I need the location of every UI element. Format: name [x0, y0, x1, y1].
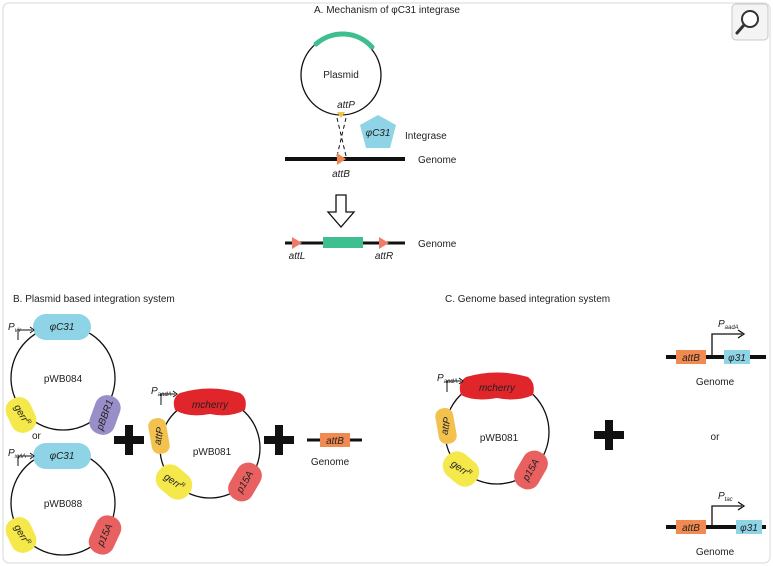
attb-box-b [320, 433, 350, 447]
promoter-c-arrow [446, 380, 461, 392]
pbbr1-gene [89, 395, 121, 435]
promoter-c-bottom-arrow [711, 505, 742, 527]
phi31-box-top [724, 350, 750, 364]
plasmid-label: Plasmid [323, 70, 359, 81]
phic31-gene-top [33, 314, 91, 340]
promoter-vir-label: Pvir [8, 322, 22, 334]
phi31-top-label: φ31 [728, 353, 746, 364]
attb-box-c-bottom [676, 520, 706, 534]
or-label-c: or [711, 432, 721, 443]
genome-label-integrated: Genome [418, 239, 457, 250]
integrated-insert [323, 237, 363, 248]
promoter-c-top-label: PaadA [718, 319, 739, 331]
promoter-xyla-label: PxylA [8, 448, 26, 460]
plus-sign-2 [264, 425, 294, 455]
attr-site [379, 237, 389, 249]
promoter-c-top-arrow [711, 333, 742, 357]
promoter-mid-label: PaadA [151, 386, 172, 398]
gerr-gene-3 [155, 464, 193, 500]
gerr-gene-1 [5, 397, 37, 433]
promoter-xyla-arrow [17, 455, 32, 466]
integrase-phic31-label: φC31 [366, 128, 391, 139]
p15a-gene-2 [228, 462, 262, 502]
panel-b-title: B. Plasmid based integration system [13, 294, 175, 305]
attb-c-top-label: attB [682, 353, 700, 364]
genome-b-label: Genome [311, 457, 350, 468]
genome-c-top-label: Genome [696, 377, 735, 388]
integrase-label: Integrase [405, 131, 447, 142]
pwb088-label: pWB088 [44, 499, 83, 510]
plus-sign-3 [594, 420, 624, 450]
attp-gene-c [435, 407, 457, 445]
attb-label-a: attB [332, 169, 350, 180]
attb-c-bottom-label: attB [682, 523, 700, 534]
gerr-gene-2 [5, 517, 37, 553]
down-arrow [326, 194, 356, 228]
mcherry-c-label: mcherry [479, 383, 516, 394]
plus-sign-1 [114, 425, 144, 455]
phic31-top-label: φC31 [50, 322, 75, 333]
attr-label: attR [375, 251, 393, 262]
promoter-vir-arrow [17, 329, 32, 340]
promoter-mid-arrow [160, 393, 175, 405]
pwb081-mid-label: pWB081 [193, 447, 232, 458]
attp-site [337, 112, 345, 118]
pwb084-label: pWB084 [44, 374, 83, 385]
attp-mid-label: attP [153, 426, 167, 446]
integrase-shape [360, 115, 396, 148]
mcherry-gene-mid [173, 388, 246, 416]
panel-c-title: C. Genome based integration system [445, 294, 610, 305]
p15a-gene-c [514, 450, 548, 490]
attp-gene-mid [148, 417, 170, 455]
phic31-bottom-label: φC31 [50, 451, 75, 462]
gerr-gene-c [442, 451, 480, 487]
plasmid-insert [313, 31, 375, 50]
magnifier-icon[interactable] [731, 3, 769, 41]
attl-label: attL [289, 251, 306, 262]
genome-label-a: Genome [418, 155, 457, 166]
genome-c-bottom-label: Genome [696, 547, 735, 558]
promoter-c-label: PaadA [437, 373, 458, 385]
phic31-gene-bottom [33, 443, 91, 469]
p15a-gene-1 [88, 515, 122, 555]
phi31-bottom-label: φ31 [740, 523, 758, 534]
mcherry-gene-c [459, 372, 534, 400]
panel-a-title: A. Mechanism of φC31 integrase [314, 5, 460, 16]
attp-c-label: attP [440, 416, 454, 436]
or-label-b: or [32, 431, 42, 442]
attb-box-c-top [676, 350, 706, 364]
promoter-c-bottom-label: Ptac [718, 491, 733, 503]
attb-site [337, 153, 346, 165]
mcherry-mid-label: mcherry [192, 400, 229, 411]
attb-b-label: attB [326, 436, 344, 447]
pwb081-c-label: pWB081 [480, 433, 519, 444]
attp-label: attP [337, 100, 355, 111]
attl-site [292, 237, 302, 249]
phi31-box-bottom [736, 520, 762, 534]
